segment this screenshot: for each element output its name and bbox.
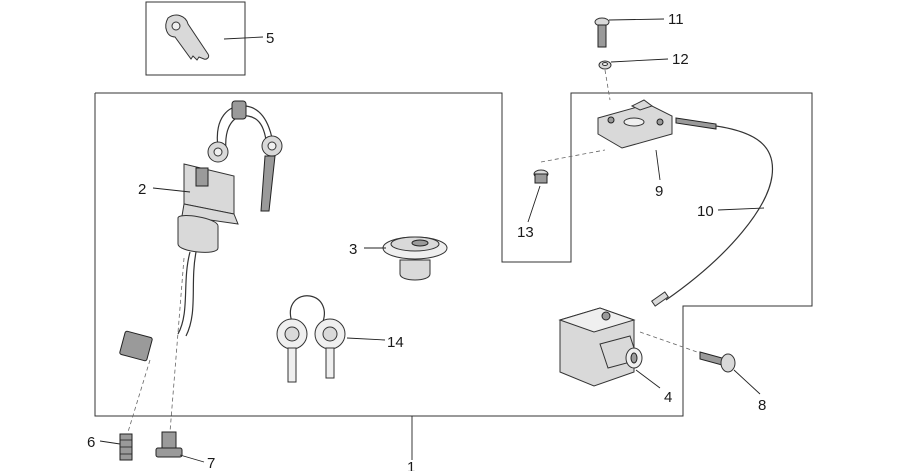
leader-line-10: [717, 207, 765, 211]
callout-12: 12: [672, 51, 689, 68]
cable-part: [651, 117, 774, 307]
ignition-switch-part: [119, 100, 283, 362]
kit-boundary-outline: [94, 92, 813, 417]
callout-1: 1: [407, 459, 415, 471]
callout-2: 2: [138, 181, 146, 198]
leader-line-7: [179, 454, 205, 463]
dash-nut-to-plate: [540, 149, 606, 163]
lock-body-part: [558, 307, 643, 387]
callout-10: 10: [697, 203, 714, 220]
leader-line-6: [99, 440, 121, 445]
dash-washer-to-plate: [604, 69, 611, 101]
leader-line-11: [608, 18, 665, 21]
key-blank-box: [145, 1, 246, 76]
leader-line-13: [527, 185, 541, 223]
screw-part-6: [119, 433, 133, 461]
leader-line-5: [223, 36, 264, 40]
callout-4: 4: [664, 389, 672, 406]
leader-line-14: [346, 337, 386, 341]
screw-part-11: [594, 17, 610, 48]
leader-line-8: [733, 369, 761, 395]
callout-6: 6: [87, 434, 95, 451]
leader-line-12: [610, 58, 669, 63]
callout-13: 13: [517, 224, 534, 241]
nut-part-13: [533, 169, 549, 184]
key-blank-part: [165, 14, 210, 61]
screw-part-7: [155, 431, 183, 458]
callout-11: 11: [668, 11, 684, 28]
leader-line-4: [635, 369, 661, 389]
washer-part-12: [598, 60, 612, 70]
dash-switch-to-screw-6: [127, 359, 151, 433]
fuel-cap-part: [382, 236, 448, 281]
callout-7: 7: [207, 455, 215, 471]
callout-5: 5: [266, 30, 274, 47]
leader-line-2: [152, 187, 191, 193]
bolt-part-8: [699, 351, 736, 373]
key-pair-part: [276, 295, 346, 383]
leader-line-9: [655, 149, 661, 181]
callout-3: 3: [349, 241, 357, 258]
mounting-plate-part: [597, 99, 673, 149]
callout-9: 9: [655, 183, 663, 200]
callout-14: 14: [387, 334, 404, 351]
dash-switch-to-screw-7: [169, 257, 185, 433]
callout-8: 8: [758, 397, 766, 414]
